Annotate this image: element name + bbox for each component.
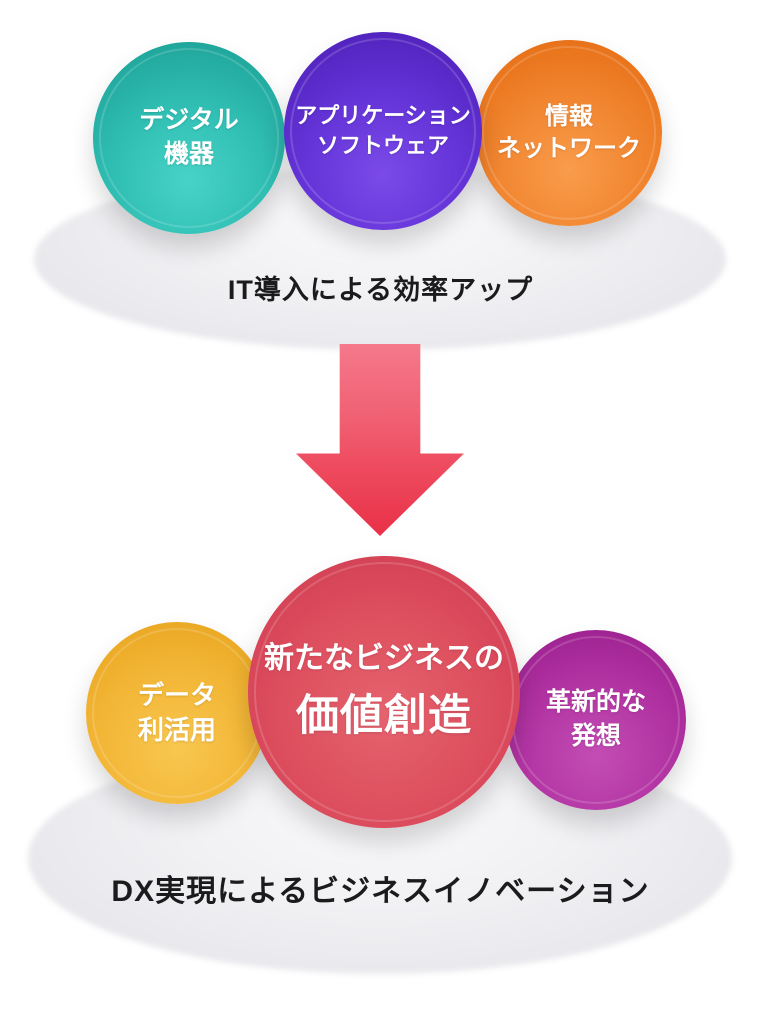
down-arrow-icon xyxy=(296,344,464,536)
circle-new-business-value: 新たなビジネスの 価値創造 xyxy=(248,556,520,828)
circle-label-line: 利活用 xyxy=(137,715,216,745)
circle-application-software: アプリケーション ソフトウェア xyxy=(284,32,482,230)
circle-label-line: ネットワーク xyxy=(497,135,641,162)
circle-label-line: 機器 xyxy=(163,140,214,168)
circle-label-line: 情報 xyxy=(545,102,593,130)
circle-label-line: 価値創造 xyxy=(296,692,472,741)
circle-label-line: ソフトウェア xyxy=(316,133,449,158)
circle-label-line: デジタル xyxy=(139,106,239,135)
circle-label-line: 革新的な xyxy=(545,688,646,717)
circle-label-line: データ xyxy=(137,679,216,710)
circle-data-utilization: データ 利活用 xyxy=(86,622,268,804)
circle-innovative-ideas: 革新的な 発想 xyxy=(506,630,686,810)
circle-information-network: 情報 ネットワーク xyxy=(476,40,662,226)
circle-digital-devices: デジタル 機器 xyxy=(93,42,285,234)
circle-label-line: 新たなビジネスの xyxy=(264,641,504,675)
caption-dx-innovation: DX実現によるビジネスイノベーション xyxy=(111,875,650,908)
circle-label-line: 発想 xyxy=(570,722,621,750)
circle-label-line: アプリケーション xyxy=(295,103,471,129)
caption-it-efficiency: IT導入による効率アップ xyxy=(227,275,534,305)
